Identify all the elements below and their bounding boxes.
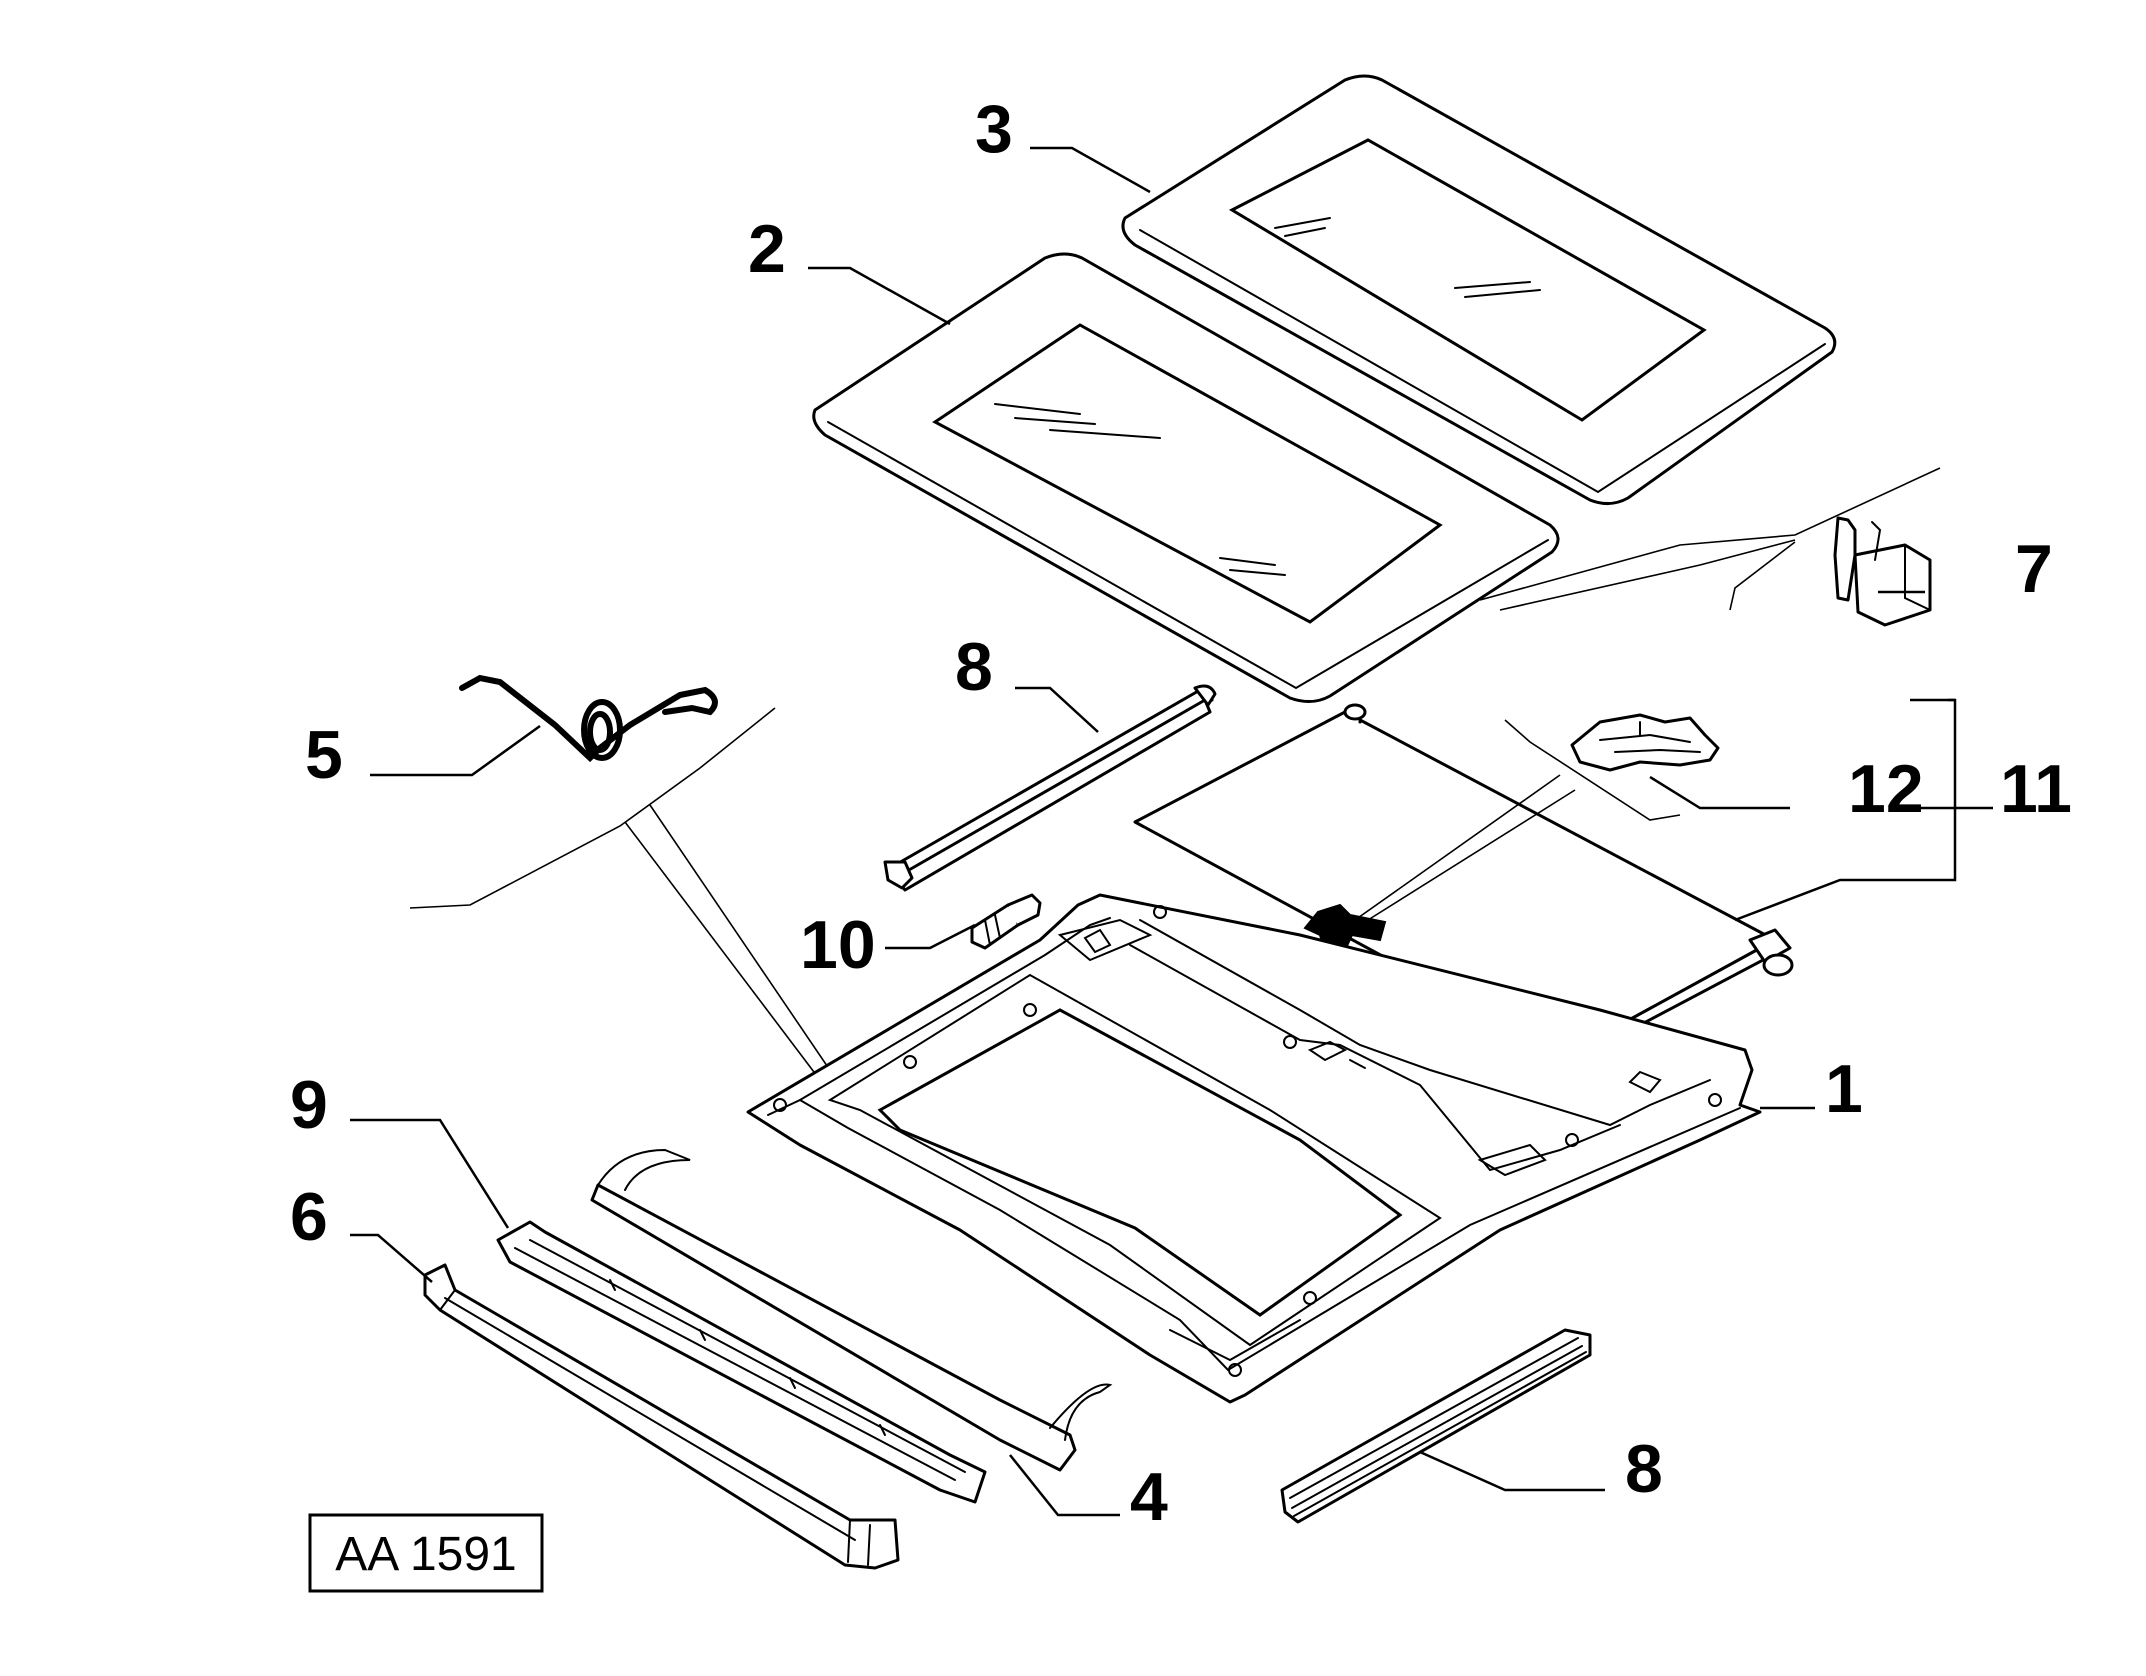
leader-lines xyxy=(350,146,1993,1517)
callout-2: 2 xyxy=(748,211,786,287)
callout-1: 1 xyxy=(1825,1051,1863,1127)
part-7-clip xyxy=(1833,516,1932,627)
part-9-front-rail xyxy=(496,1220,987,1504)
callout-8-bottom: 8 xyxy=(1625,1431,1663,1507)
callout-10: 10 xyxy=(800,907,876,983)
callouts: 3 2 7 8 5 12 11 10 1 9 6 4 8 xyxy=(290,91,2072,1535)
part-10-pin xyxy=(970,893,1042,950)
part-2-front-glass-panel xyxy=(812,252,1560,703)
part-8-guide-rail-top xyxy=(883,684,1217,892)
callout-7: 7 xyxy=(2015,531,2053,607)
callout-3: 3 xyxy=(975,91,1013,167)
part-4-front-seal xyxy=(590,1148,1113,1472)
callout-12: 12 xyxy=(1848,751,1924,827)
reference-code: AA 1591 xyxy=(335,1528,517,1581)
callout-11: 11 xyxy=(2000,751,2072,827)
reference-code-box: AA 1591 xyxy=(308,1513,544,1593)
callout-6: 6 xyxy=(290,1179,328,1255)
callout-5: 5 xyxy=(305,717,343,793)
callout-9: 9 xyxy=(290,1067,328,1143)
part-3-rear-glass-panel xyxy=(1121,74,1837,505)
callout-4: 4 xyxy=(1130,1459,1168,1535)
part-1-roof-frame xyxy=(746,893,1762,1404)
part-8-guide-rail-bottom xyxy=(1280,1328,1592,1524)
part-5-wire-spring xyxy=(459,674,718,763)
phantom-body-lines xyxy=(409,467,1941,1086)
callout-8-top: 8 xyxy=(955,629,993,705)
part-12-bracket xyxy=(1570,713,1720,772)
part-6-cross-member xyxy=(423,1263,900,1570)
